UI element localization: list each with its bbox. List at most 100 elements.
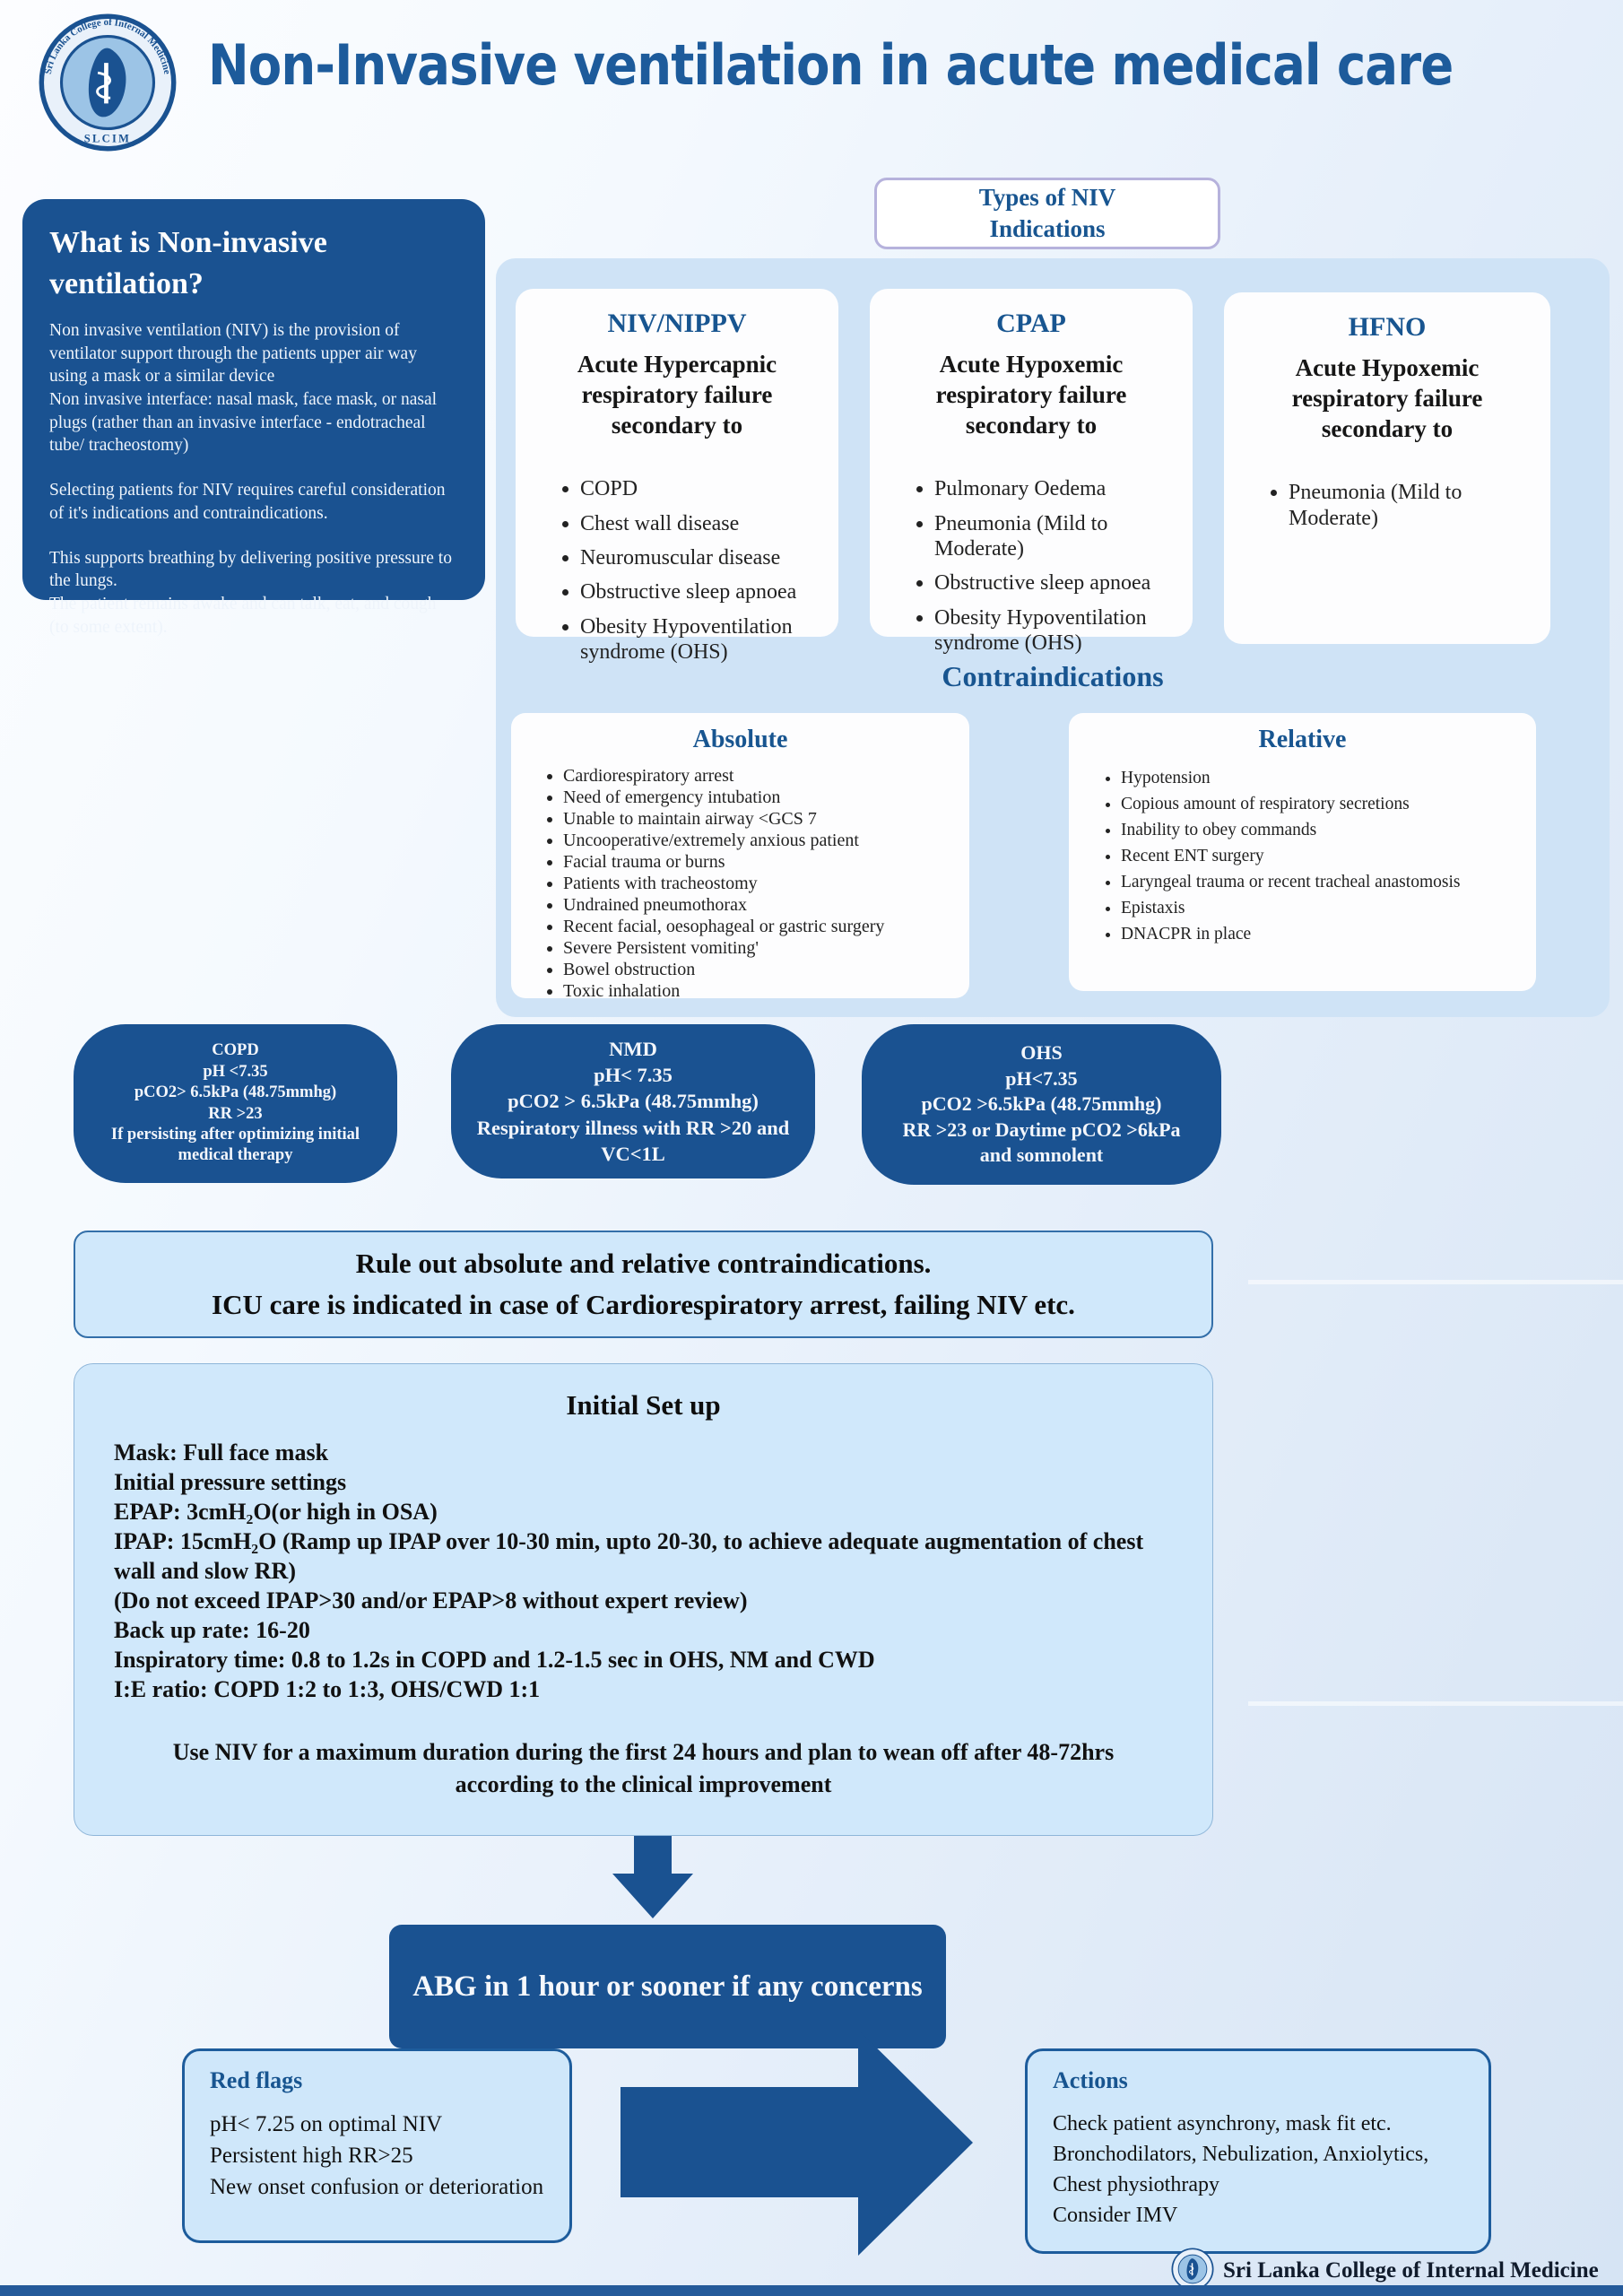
list-item: Obesity Hypoventilation syndrome (OHS) bbox=[580, 614, 824, 665]
list-item: Undrained pneumothorax bbox=[563, 894, 959, 916]
action-line: Chest physiothrapy bbox=[1053, 2173, 1219, 2196]
list-item: Pulmonary Oedema bbox=[934, 476, 1178, 501]
list-item: Obstructive sleep apnoea bbox=[934, 570, 1178, 596]
divider bbox=[1248, 1280, 1623, 1284]
what-is-heading: What is Non-invasive ventilation? bbox=[49, 226, 327, 300]
list-item: Obstructive sleep apnoea bbox=[580, 579, 824, 604]
initial-setup-heading: Initial Set up bbox=[566, 1389, 721, 1421]
list-item: DNACPR in place bbox=[1121, 921, 1525, 947]
list-item: Uncooperative/extremely anxious patient bbox=[563, 830, 959, 851]
cpap-title: CPAP bbox=[996, 309, 1066, 338]
slcim-footer-logo-icon bbox=[1171, 2248, 1214, 2291]
page-title: Non-Invasive ventilation in acute medica… bbox=[208, 32, 1454, 98]
list-item: Cardiorespiratory arrest bbox=[563, 765, 959, 787]
list-item: Neuromuscular disease bbox=[580, 545, 824, 570]
hfno-card: HFNO Acute Hypoxemic respiratory failure… bbox=[1224, 292, 1550, 644]
list-item: Laryngeal trauma or recent tracheal anas… bbox=[1121, 869, 1525, 895]
types-line-2: Indications bbox=[989, 215, 1106, 242]
setup-line: IPAP: 15cmH₂O (Ramp up IPAP over 10-30 m… bbox=[114, 1528, 1144, 1584]
setup-line: Mask: Full face mask bbox=[114, 1439, 329, 1465]
setup-line: Initial pressure settings bbox=[114, 1469, 347, 1495]
criteria-line: If persisting after optimizing initial m… bbox=[110, 1125, 360, 1165]
list-item: Patients with tracheostomy bbox=[563, 873, 959, 894]
setup-line: Back up rate: 16-20 bbox=[114, 1617, 310, 1643]
setup-line: (Do not exceed IPAP>30 and/or EPAP>8 wit… bbox=[114, 1587, 748, 1613]
pill-title: OHS bbox=[1020, 1041, 1063, 1065]
types-line-1: Types of NIV bbox=[978, 183, 1116, 211]
contraindications-heading: Contraindications bbox=[942, 660, 1164, 692]
criteria-line: Respiratory illness with RR >20 and VC<1… bbox=[476, 1116, 790, 1165]
list-item: Chest wall disease bbox=[580, 511, 824, 536]
red-flags-title: Red flags bbox=[210, 2067, 303, 2093]
nippv-title: NIV/NIPPV bbox=[607, 309, 747, 338]
cpap-card: CPAP Acute Hypoxemic respiratory failure… bbox=[870, 289, 1193, 655]
criteria-line: pH <7.35 bbox=[203, 1062, 268, 1081]
slcim-logo-icon: Sri Lanka College of Internal Medicine S… bbox=[39, 13, 177, 152]
what-is-paragraphs: Non invasive ventilation (NIV) is the pr… bbox=[49, 319, 458, 639]
down-arrow-icon bbox=[634, 1836, 672, 1874]
paragraph: Selecting patients for NIV requires care… bbox=[49, 481, 446, 523]
red-flags-box: Red flags pH< 7.25 on optimal NIV Persist… bbox=[182, 2048, 572, 2243]
rule-out-line-2: ICU care is indicated in case of Cardior… bbox=[212, 1289, 1075, 1320]
relative-list: HypotensionCopious amount of respiratory… bbox=[1069, 765, 1536, 947]
hfno-subtitle: Acute Hypoxemic respiratory failure seco… bbox=[1291, 354, 1483, 442]
criteria-line: pH< 7.35 bbox=[594, 1064, 673, 1087]
setup-line: I:E ratio: COPD 1:2 to 1:3, OHS/CWD 1:1 bbox=[114, 1676, 541, 1702]
list-item: Copious amount of respiratory secretions bbox=[1121, 791, 1525, 817]
divider bbox=[1248, 1701, 1623, 1706]
list-item: Recent facial, oesophageal or gastric su… bbox=[563, 916, 959, 937]
abg-text: ABG in 1 hour or sooner if any concerns bbox=[412, 1970, 923, 2003]
criteria-line: RR >23 or Daytime pCO2 >6kPa and somnole… bbox=[902, 1118, 1181, 1167]
footer-organization: Sri Lanka College of Internal Medicine bbox=[1223, 2258, 1599, 2283]
list-item: Severe Persistent vomiting' bbox=[563, 937, 959, 959]
list-item: Recent ENT surgery bbox=[1121, 843, 1525, 869]
rule-out-box: Rule out absolute and relative contraind… bbox=[74, 1231, 1213, 1338]
cpap-subtitle: Acute Hypoxemic respiratory failure seco… bbox=[935, 351, 1127, 439]
criteria-line: pCO2 > 6.5kPa (48.75mmhg) bbox=[508, 1090, 759, 1113]
setup-line: Inspiratory time: 0.8 to 1.2s in COPD an… bbox=[114, 1647, 875, 1673]
criteria-line: pCO2> 6.5kPa (48.75mmhg) bbox=[134, 1083, 337, 1102]
list-item: Hypotension bbox=[1121, 765, 1525, 791]
nippv-list: COPD Chest wall diseaseNeuromuscular dise… bbox=[516, 476, 838, 665]
cpap-list: Pulmonary OedemaPneumonia (Mild to Moder… bbox=[870, 476, 1193, 656]
red-flags-lines: pH< 7.25 on optimal NIV Persistent high R… bbox=[210, 2109, 544, 2203]
rule-out-line-1: Rule out absolute and relative contraind… bbox=[355, 1247, 932, 1279]
relative-contraindications-box: Relative HypotensionCopious amount of re… bbox=[1069, 713, 1536, 991]
list-item: Need of emergency intubation bbox=[563, 787, 959, 808]
absolute-contraindications-box: Absolute Cardiorespiratory arrestNeed of… bbox=[511, 713, 969, 1001]
hfno-list: Pneumonia (Mild to Moderate) bbox=[1224, 480, 1550, 531]
actions-lines: Check patient asynchrony, mask fit etc. B… bbox=[1053, 2109, 1463, 2231]
setup-line: EPAP: 3cmH₂O(or high in OSA) bbox=[114, 1499, 438, 1525]
criteria-line: pCO2 >6.5kPa (48.75mmhg) bbox=[921, 1092, 1162, 1116]
relative-title: Relative bbox=[1258, 726, 1347, 753]
list-item: Epistaxis bbox=[1121, 895, 1525, 921]
pill-title: COPD bbox=[212, 1041, 259, 1060]
red-flag-line: Persistent high RR>25 bbox=[210, 2144, 413, 2168]
right-arrow-icon bbox=[621, 2030, 973, 2256]
list-item: Inability to obey commands bbox=[1121, 817, 1525, 843]
pill-lines: pH< 7.35 pCO2 > 6.5kPa (48.75mmhg) Respira… bbox=[474, 1062, 792, 1167]
actions-box: Actions Check patient asynchrony, mask f… bbox=[1025, 2048, 1491, 2254]
criteria-line: pH<7.35 bbox=[1005, 1066, 1078, 1090]
absolute-list: Cardiorespiratory arrestNeed of emergenc… bbox=[511, 765, 969, 1002]
nippv-card: NIV/NIPPV Acute Hypercapnic respiratory … bbox=[516, 289, 838, 664]
list-item: Obesity Hypoventilation syndrome (OHS) bbox=[934, 605, 1178, 657]
hfno-title: HFNO bbox=[1348, 312, 1427, 342]
list-item: Toxic inhalation bbox=[563, 980, 959, 1002]
red-flag-line: pH< 7.25 on optimal NIV bbox=[210, 2112, 443, 2136]
logo-abbr: SLCIM bbox=[84, 132, 132, 144]
list-item: Facial trauma or burns bbox=[563, 851, 959, 873]
what-is-niv-box: What is Non-invasive ventilation? Non in… bbox=[22, 199, 485, 637]
action-line: Check patient asynchrony, mask fit etc. bbox=[1053, 2112, 1392, 2135]
list-item: COPD bbox=[580, 476, 824, 501]
action-line: Bronchodilators, Nebulization, Anxiolyti… bbox=[1053, 2143, 1429, 2166]
list-item: Pneumonia (Mild to Moderate) bbox=[934, 511, 1178, 562]
nippv-subtitle: Acute Hypercapnic respiratory failure se… bbox=[577, 351, 777, 439]
